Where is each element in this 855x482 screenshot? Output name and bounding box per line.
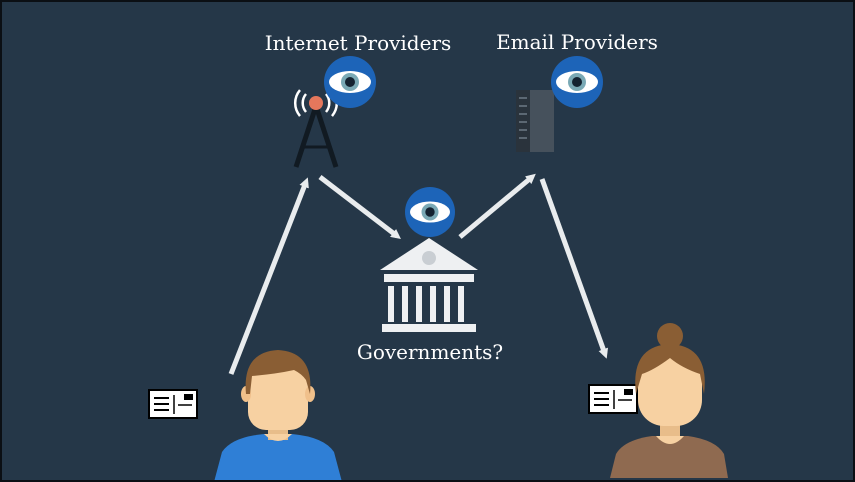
arrow-icon [228,177,309,375]
arrow-icon [458,173,536,239]
female-person-icon [610,323,728,478]
male-person-icon [214,350,342,480]
radio-tower-icon [293,89,339,168]
arrow-icon [539,178,609,359]
postcard-icon [148,389,198,419]
eye-icon [551,56,603,108]
government-building-icon [380,238,478,332]
internet-providers-label: Internet Providers [264,31,452,55]
governments-label: Governments? [356,340,504,364]
server-icon [516,90,554,152]
email-providers-label: Email Providers [496,30,658,54]
postcard-icon [588,384,638,414]
arrow-icon [318,175,401,240]
eye-icon [405,187,455,237]
eye-icon [324,56,376,108]
flow-arrows [228,173,609,375]
